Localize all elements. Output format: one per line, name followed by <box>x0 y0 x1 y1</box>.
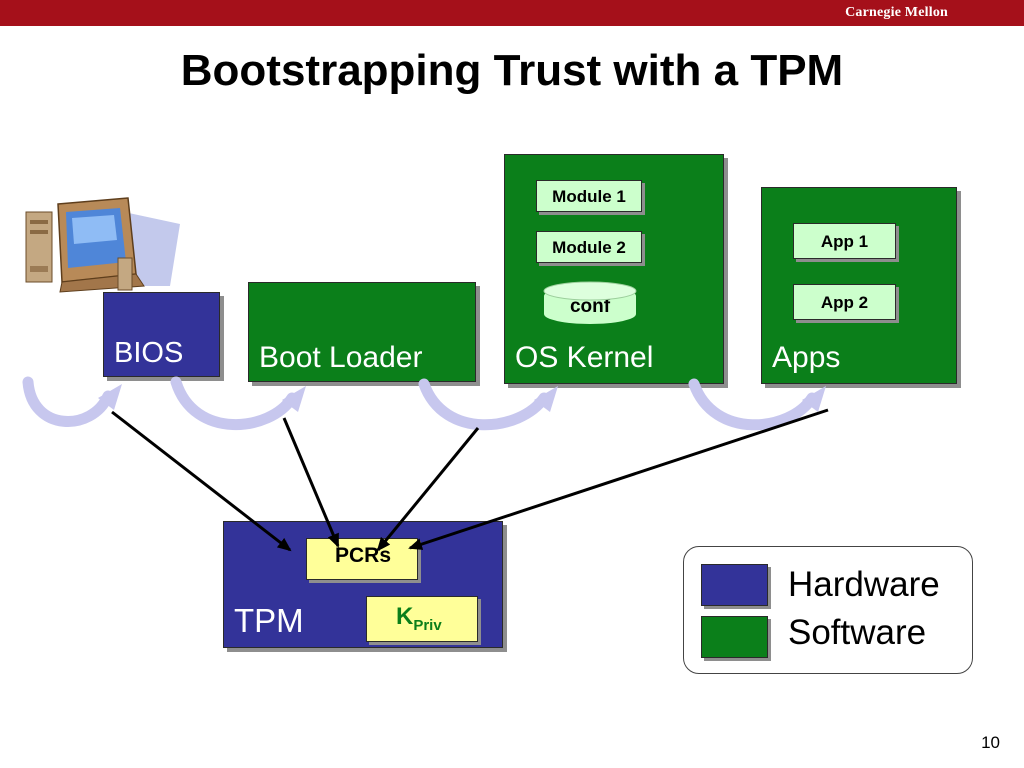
page-number: 10 <box>981 733 1000 752</box>
arc-arrow-icon <box>170 376 306 430</box>
header-banner: Carnegie Mellon <box>0 0 1024 26</box>
arrow-icon <box>376 427 480 552</box>
arrow-icon <box>282 417 340 548</box>
key-subscript: Priv <box>413 617 442 634</box>
app-1-chip: App 1 <box>793 223 896 259</box>
legend-hardware-swatch <box>701 564 768 606</box>
legend-hardware-label: Hardware <box>788 565 940 604</box>
legend-software-label: Software <box>788 613 927 652</box>
key-main-text: K <box>396 603 414 630</box>
os-kernel-label: OS Kernel <box>515 341 654 374</box>
key-symbol: KPriv <box>396 603 442 634</box>
arc-arrow-icon <box>418 378 558 431</box>
module-2-chip: Module 2 <box>536 231 642 263</box>
apps-label: Apps <box>772 341 841 374</box>
boot-loader-box: Boot Loader <box>248 282 476 382</box>
tpm-label: TPM <box>234 602 304 639</box>
boot-loader-label: Boot Loader <box>259 341 423 374</box>
pcrs-register: PCRs <box>306 538 418 580</box>
slide-title: Bootstrapping Trust with a TPM <box>180 46 844 95</box>
bios-box: BIOS <box>103 292 220 377</box>
arrow-icon <box>408 408 829 550</box>
brand-logo: Carnegie Mellon <box>845 5 948 20</box>
computer-icon <box>25 197 180 293</box>
bios-label: BIOS <box>114 337 184 369</box>
legend: Hardware Software <box>683 546 973 674</box>
legend-software-swatch <box>701 616 768 658</box>
private-key: KPriv <box>366 596 478 642</box>
arrow-icon <box>111 410 292 552</box>
arc-arrow-icon <box>688 378 826 431</box>
arc-arrow-icon <box>22 376 122 427</box>
app-2-chip: App 2 <box>793 284 896 320</box>
module-1-chip: Module 1 <box>536 180 642 212</box>
